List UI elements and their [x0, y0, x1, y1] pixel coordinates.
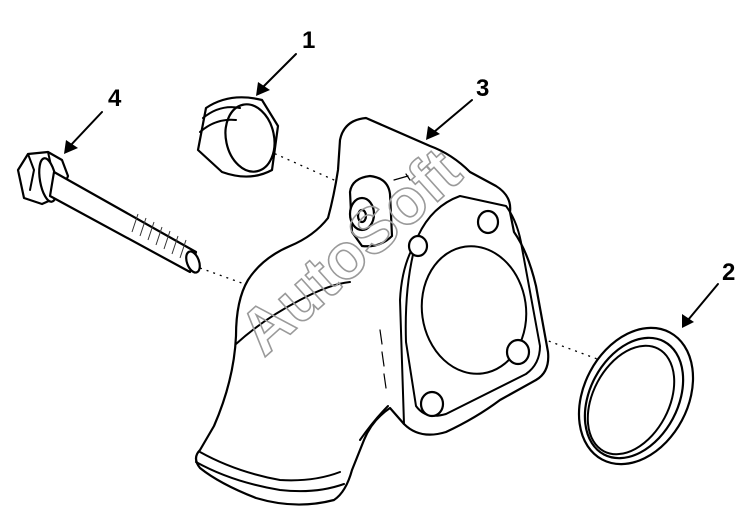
- housing-boss-hole: [356, 208, 368, 224]
- leader-line-4: [69, 111, 103, 147]
- bolt-threads: [131, 213, 187, 259]
- housing-casting-line: [379, 329, 387, 389]
- housing-outlet-rim-inner: [199, 451, 341, 482]
- housing-bore: [420, 245, 528, 375]
- plug-axis-line: [261, 147, 353, 189]
- leader-line-2: [687, 283, 719, 321]
- housing-boss-mark: [393, 173, 411, 181]
- bolt-axis-line: [199, 267, 251, 287]
- flange-bolt-hole-bottom-right: [505, 338, 531, 366]
- part-2-seal: [577, 326, 695, 466]
- flange-bolt-hole-bottom-left: [419, 390, 445, 418]
- callout-number-2: 2: [722, 259, 735, 286]
- leader-arrow-4: [64, 140, 78, 154]
- flange-bolt-hole-top-left: [407, 234, 429, 258]
- callout-number-3: 3: [476, 75, 489, 102]
- seal-lip: [586, 344, 676, 456]
- housing-flange-face: [404, 195, 541, 417]
- bolt-shank: [48, 170, 198, 274]
- leader-arrow-2: [682, 314, 694, 328]
- part-3-housing: [194, 116, 550, 506]
- callout-number-4: 4: [108, 85, 122, 112]
- part-4-bolt: [16, 150, 201, 274]
- leader-line-3: [433, 99, 473, 133]
- callout-number-1: 1: [302, 27, 315, 54]
- bolt-tip: [185, 250, 201, 274]
- plug-grooves: [199, 106, 241, 133]
- leader-line-1: [261, 53, 297, 89]
- leader-lines: [64, 53, 719, 328]
- leader-arrow-3: [426, 126, 440, 140]
- flange-bolt-hole-top-right: [476, 209, 500, 235]
- part-1-plug: [196, 96, 280, 178]
- housing-outlet-rim-outer: [195, 461, 345, 493]
- leader-arrow-1: [256, 82, 270, 96]
- center-lines: [199, 147, 601, 361]
- plug-face: [224, 103, 276, 173]
